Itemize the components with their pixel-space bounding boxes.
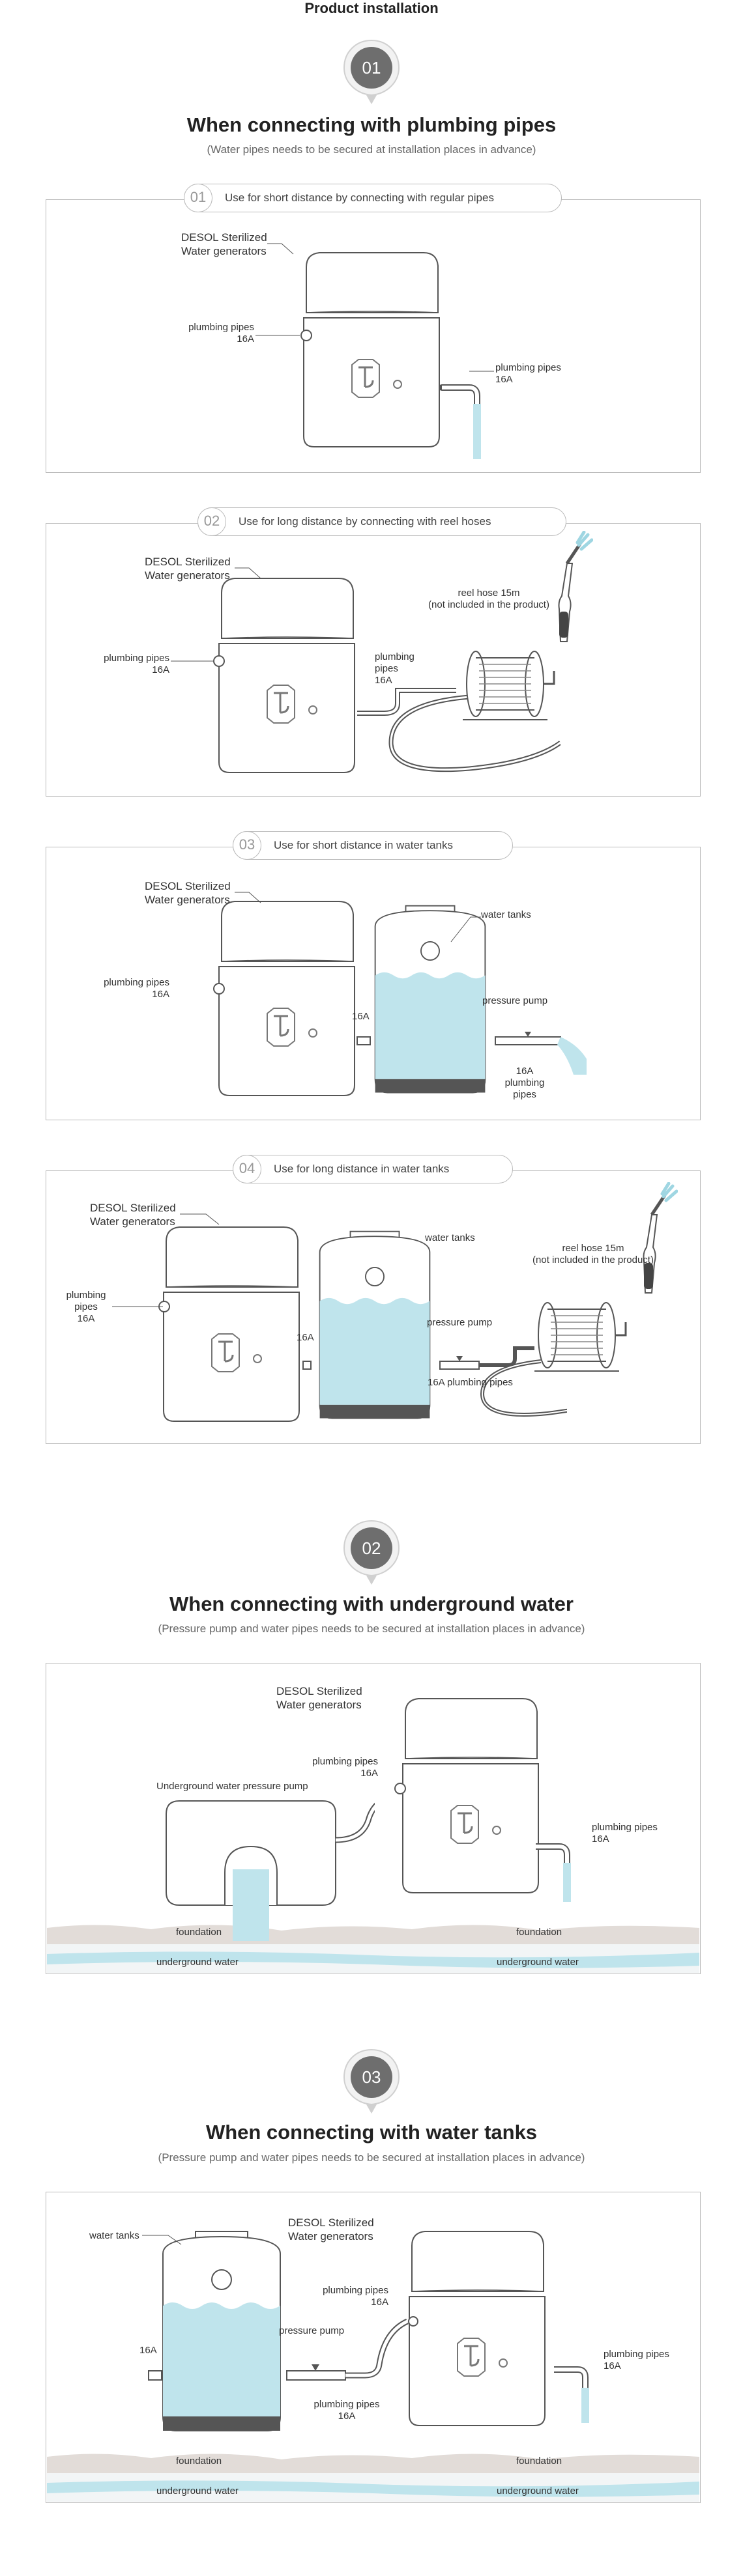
case-label-pill: 03 Use for short distance in water tanks	[233, 831, 513, 860]
case-number: 02	[197, 507, 226, 536]
pressure-pump-label: pressure pump	[427, 1317, 493, 1328]
leader-line	[180, 1213, 220, 1225]
tank-hose-diagram	[158, 1301, 567, 1417]
case-label: Use for short distance by connecting wit…	[225, 191, 494, 204]
pump-label: Underground water pressure pump	[156, 1781, 308, 1792]
reel-hose-label: reel hose 15m(not included in the produc…	[532, 1243, 654, 1266]
reel-hose-illustration	[521, 1290, 639, 1381]
foundation-label: foundation	[176, 1927, 222, 1938]
water-tank-label: water tanks	[481, 909, 531, 920]
pressure-pump-label: pressure pump	[482, 995, 548, 1006]
underground-water-label: underground water	[497, 2485, 579, 2497]
leader-line	[235, 567, 261, 579]
underground-water-label: underground water	[156, 2485, 239, 2497]
section-badge-number: 02	[362, 1538, 381, 1558]
spray-nozzle-illustration	[626, 1182, 678, 1299]
leader-line	[450, 916, 481, 942]
foundation-label: foundation	[176, 2456, 222, 2467]
outlet-label: 16A plumbing pipes	[428, 1377, 513, 1388]
underground-panel	[46, 1663, 701, 1974]
underground-water-label: underground water	[497, 1957, 579, 1968]
case-number: 04	[233, 1155, 261, 1183]
case-label-pill: 02 Use for long distance by connecting w…	[197, 507, 566, 536]
pipe-size-label: 16A	[139, 2345, 157, 2356]
outlet-pipe-diagram	[394, 1783, 571, 1902]
underground-pump-illustration	[166, 1800, 375, 1941]
case-number: 01	[184, 184, 212, 212]
section-badge-icon: 02	[342, 1520, 401, 1591]
leader-line	[255, 335, 300, 336]
page-title: Product installation	[304, 0, 439, 16]
section-subtitle: (Pressure pump and water pipes needs to …	[158, 2151, 585, 2164]
section-title: When connecting with plumbing pipes	[186, 113, 557, 136]
leader-line	[171, 660, 214, 662]
section-badge-icon: 01	[342, 39, 401, 111]
case-label: Use for long distance by connecting with…	[239, 515, 491, 528]
tank-pump-diagram	[148, 2316, 589, 2423]
hose-diagram	[213, 655, 561, 772]
case-label: Use for short distance in water tanks	[274, 839, 453, 851]
section-badge-number: 03	[362, 2067, 381, 2087]
leader-line	[267, 243, 294, 255]
tank-pipe-diagram	[213, 983, 587, 1075]
water-tank-label: water tanks	[425, 1232, 475, 1243]
ground-illustration	[47, 1925, 699, 1973]
foundation-label: foundation	[516, 2456, 562, 2467]
case-label-pill: 04 Use for long distance in water tanks	[233, 1155, 513, 1183]
case-label: Use for long distance in water tanks	[274, 1163, 450, 1175]
section-title: When connecting with underground water	[169, 1592, 574, 1615]
water-tank-panel	[46, 2192, 701, 2503]
plumbing-diagram	[300, 330, 481, 459]
section-subtitle: (Pressure pump and water pipes needs to …	[158, 1622, 585, 1635]
foundation-label: foundation	[516, 1927, 562, 1938]
leader-line	[112, 1306, 163, 1307]
section-title: When connecting with water tanks	[205, 2121, 538, 2144]
pipe-size-label: 16A	[297, 1332, 314, 1343]
section-badge-number: 01	[362, 58, 381, 78]
section-subtitle: (Water pipes needs to be secured at inst…	[207, 143, 536, 156]
water-tank-label: water tanks	[89, 2230, 139, 2241]
ground-illustration	[47, 2454, 699, 2502]
section-badge-icon: 03	[342, 2048, 401, 2120]
case-number: 03	[233, 831, 261, 860]
reel-hose-illustration	[450, 638, 567, 729]
reel-hose-label: reel hose 15m(not included in the produc…	[428, 587, 549, 610]
underground-water-label: underground water	[156, 1957, 239, 1968]
leader-line	[235, 892, 261, 903]
leader-line	[142, 2235, 182, 2245]
pipe-size-label: 16A	[352, 1011, 370, 1022]
pressure-pump-label: pressure pump	[279, 2325, 345, 2336]
case-label-pill: 01 Use for short distance by connecting …	[184, 184, 562, 212]
leader-line	[469, 371, 494, 372]
